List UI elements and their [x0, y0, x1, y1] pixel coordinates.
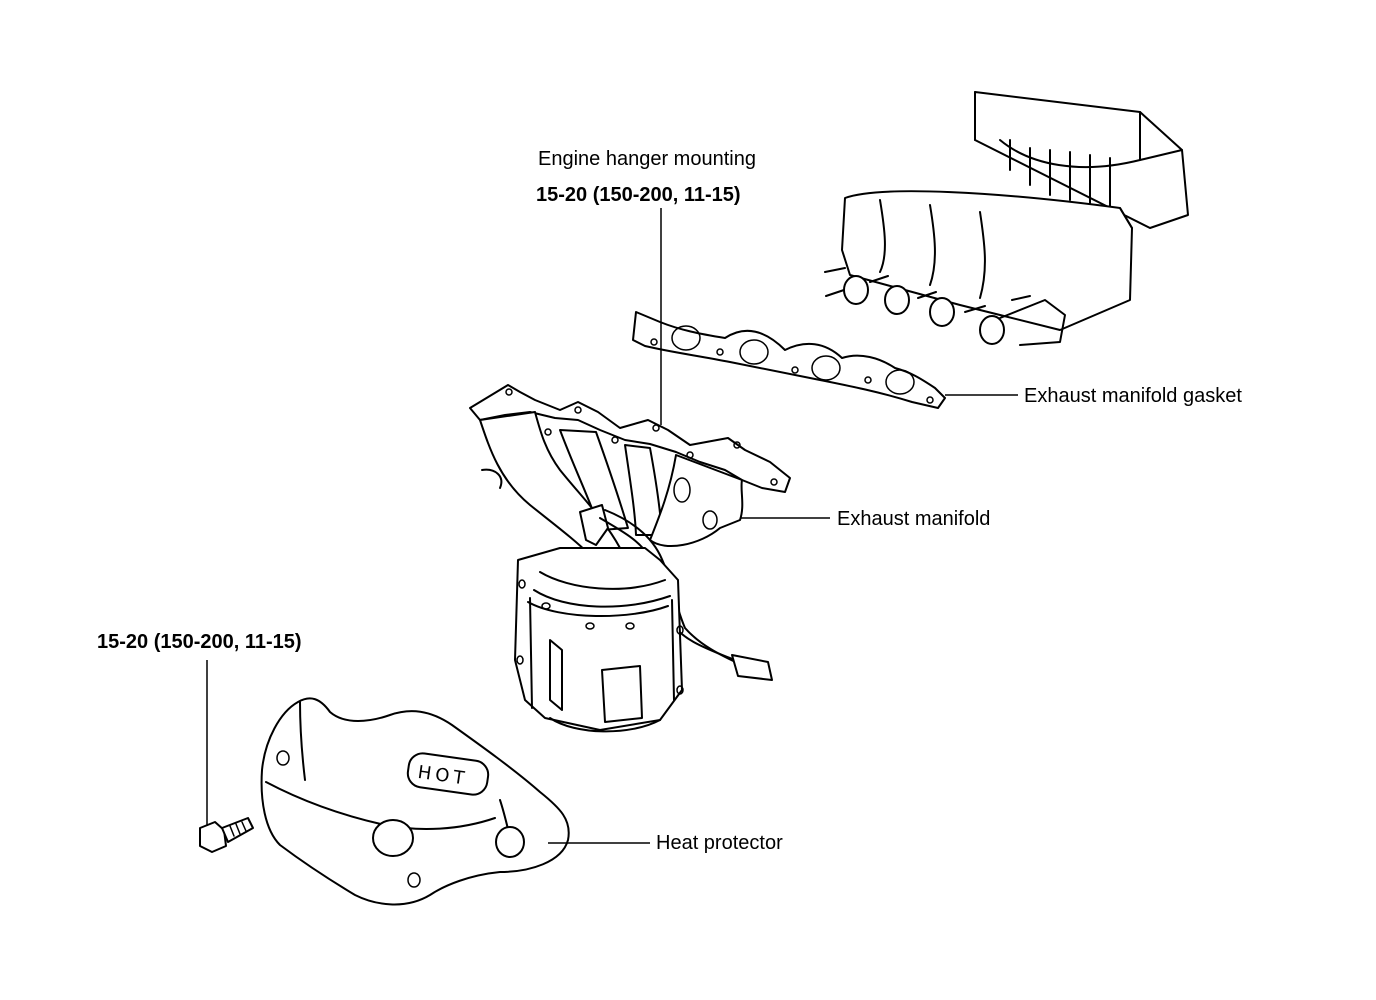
heat-protector-label: Heat protector — [656, 832, 783, 854]
leader-lines — [206, 208, 1018, 844]
exhaust-manifold-gasket-part — [632, 311, 946, 409]
gasket-label: Exhaust manifold gasket — [1024, 385, 1242, 407]
bolt-torque-label: 15-20 (150-200, 11-15) — [97, 631, 302, 653]
engine-hanger-torque: 15-20 (150-200, 11-15) — [536, 184, 741, 206]
cylinder-head-assembly — [824, 91, 1189, 346]
engine-hanger-label: Engine hanger mounting — [538, 148, 756, 170]
exhaust-manifold-part — [469, 384, 791, 733]
mounting-bolt — [199, 817, 254, 853]
heat-protector-part: HOT — [260, 697, 570, 906]
manifold-label: Exhaust manifold — [837, 508, 991, 530]
